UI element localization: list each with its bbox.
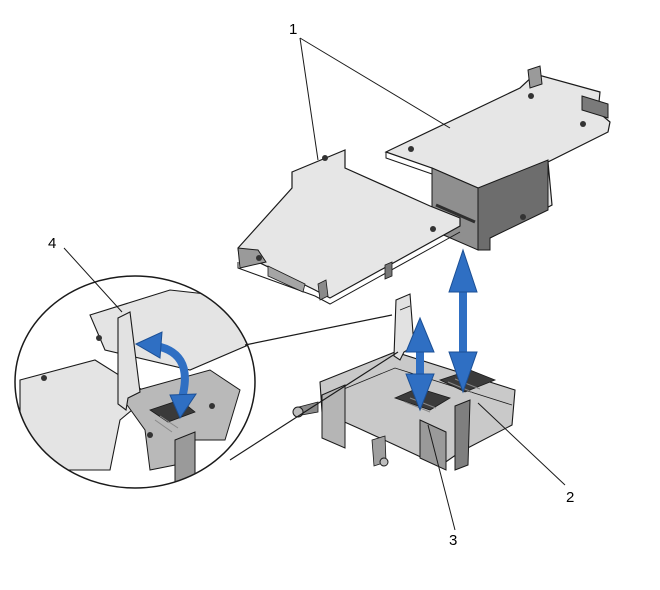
screw-hole [322,155,328,161]
vertical-arrow-long [448,248,478,394]
callout-3: 3 [449,532,458,549]
riser-assembly [292,293,516,471]
screw-hole [430,226,436,232]
inset-outline [14,275,256,489]
callout-2: 2 [566,489,575,506]
screw-hole [256,255,262,261]
vertical-arrow-short [405,316,435,412]
leader-lines [63,37,566,531]
screw-hole [520,214,526,220]
screw-hole [528,93,534,99]
callout-4: 4 [48,235,57,252]
screw-hole [408,146,414,152]
movement-arrows [405,248,478,412]
callout-1: 1 [289,21,298,38]
magnified-inset [14,275,399,489]
middle-board [237,149,461,305]
screw-hole [580,121,586,127]
